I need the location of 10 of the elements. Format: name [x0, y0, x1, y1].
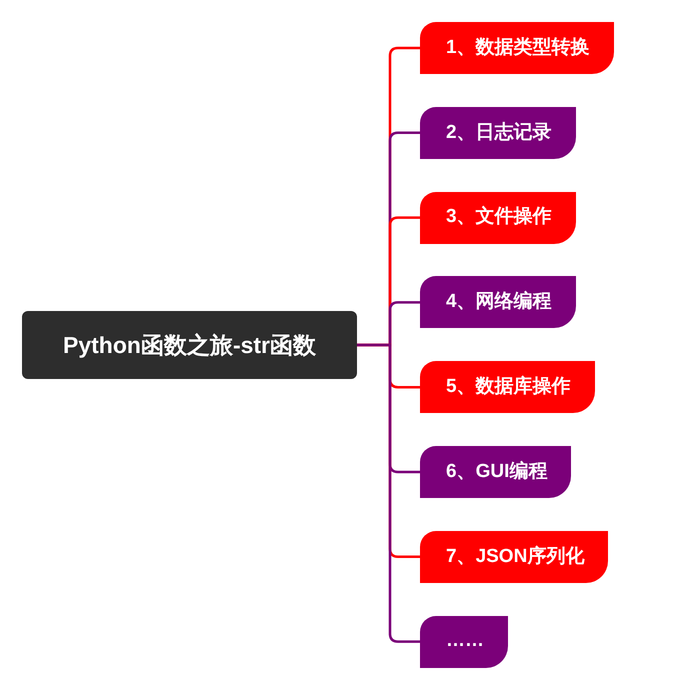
subtopic-box: 6、GUI编程: [420, 446, 572, 498]
subtopic-box: 7、JSON序列化: [420, 530, 608, 583]
subtopic-box: 2、日志记录: [420, 106, 576, 159]
subtopic-box: 4、网络编程: [420, 276, 576, 328]
subtopic-box: ……: [420, 616, 508, 668]
connector-line: [357, 344, 420, 643]
subtopic-box: 3、文件操作: [420, 192, 576, 244]
subtopic-box: 1、数据类型转换: [420, 22, 614, 74]
subtopic-box: 5、数据库操作: [420, 361, 595, 414]
root-topic-box: Python函数之旅-str函数: [22, 311, 357, 379]
